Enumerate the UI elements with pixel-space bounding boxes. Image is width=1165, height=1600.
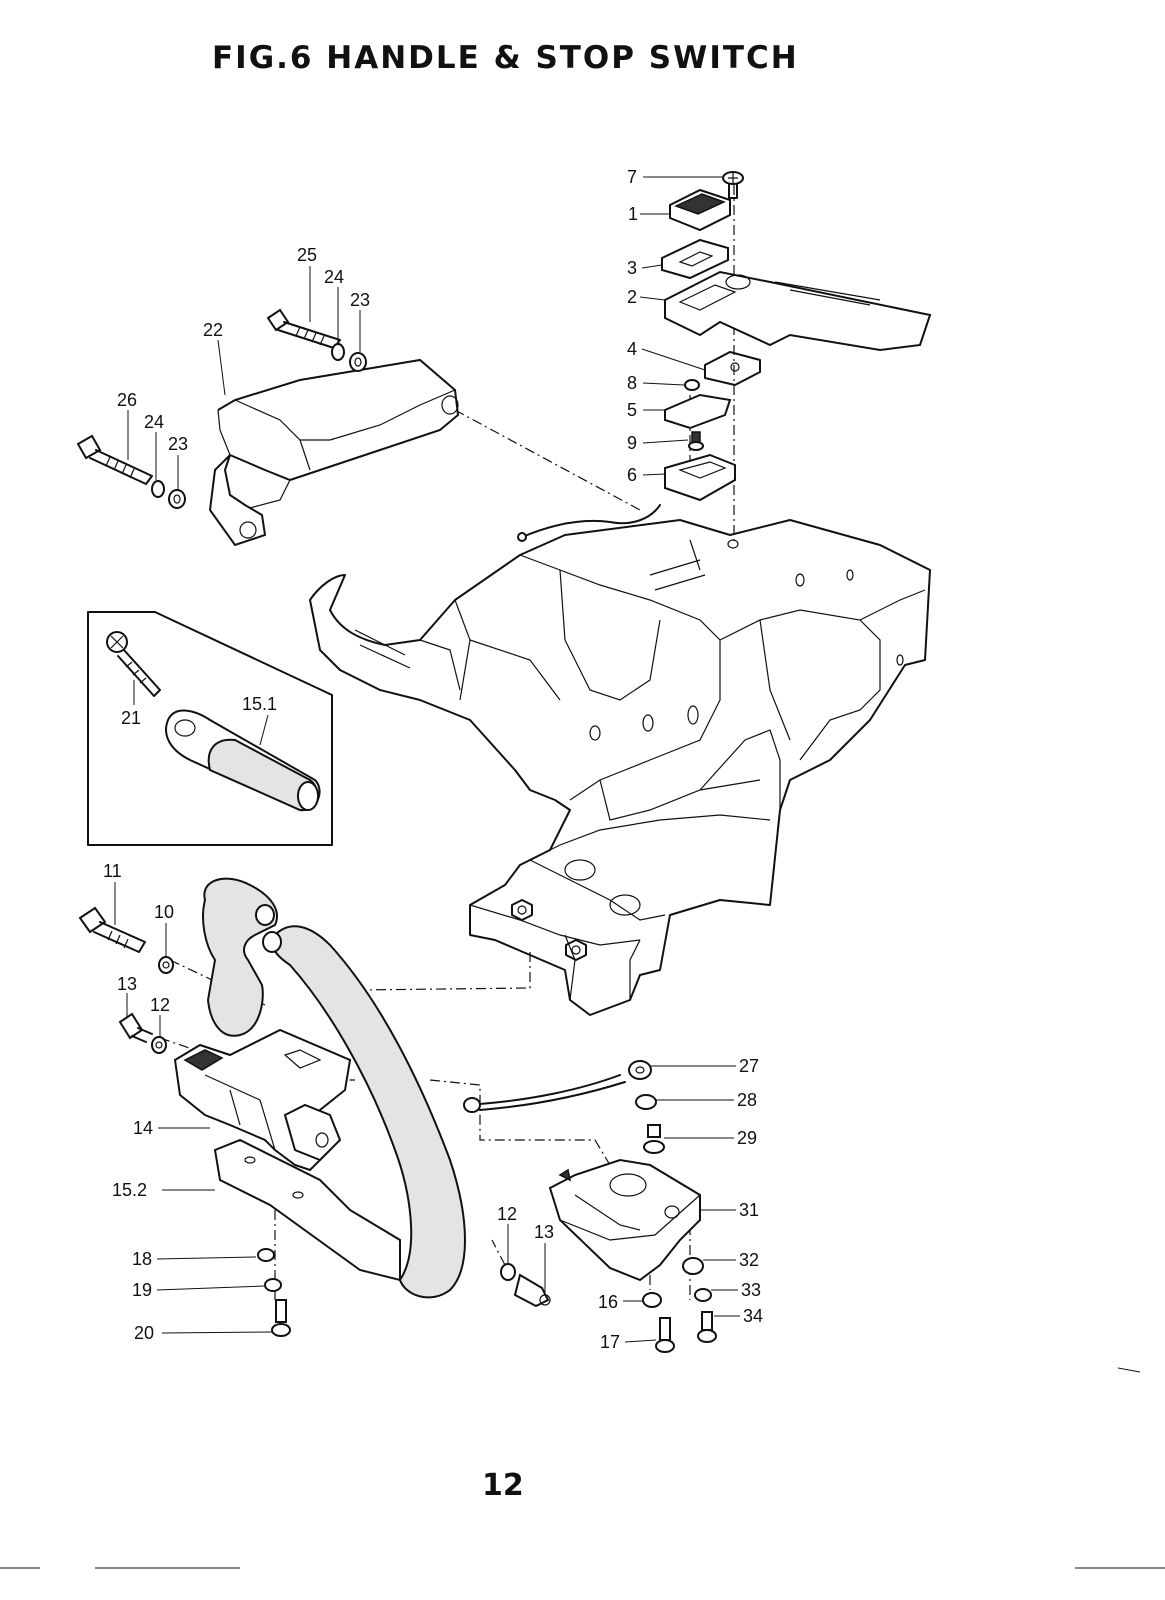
grip-loop [271, 925, 466, 1299]
callout-23b: 23 [168, 434, 188, 454]
handle-plate-15-2 [213, 1138, 401, 1282]
callout-labels: 7 1 3 2 4 8 5 9 6 25 24 23 22 26 24 23 2… [103, 167, 763, 1352]
switch-cover-2 [664, 270, 932, 352]
callout-4: 4 [627, 339, 637, 359]
callout-22: 22 [203, 320, 223, 340]
callout-11: 11 [103, 861, 122, 881]
bracket-4 [704, 351, 761, 386]
leader-lines [114, 176, 740, 1343]
callout-12b: 12 [497, 1204, 517, 1224]
washer-33 [694, 1288, 712, 1302]
washer-19 [264, 1278, 282, 1292]
ground-wire-assembly [463, 1060, 665, 1154]
callout-10: 10 [154, 902, 174, 922]
callout-20: 20 [134, 1323, 154, 1343]
washer-23a [349, 352, 367, 372]
inset-frame [87, 611, 333, 846]
washer-10 [158, 956, 174, 974]
throttle-switch-14 [173, 1028, 352, 1172]
callout-12a: 12 [150, 995, 170, 1015]
bolt-25 [266, 308, 290, 332]
front-handle-bar [202, 877, 466, 1299]
callout-26: 26 [117, 390, 137, 410]
screw-34 [701, 1311, 713, 1331]
callout-19: 19 [132, 1280, 152, 1300]
callout-32: 32 [739, 1250, 759, 1270]
washer-18 [257, 1248, 275, 1262]
stop-switch-assembly [517, 171, 932, 542]
callout-2: 2 [627, 287, 637, 307]
terminal-27 [628, 1060, 652, 1080]
bolt-11 [78, 906, 107, 934]
washer-28 [635, 1094, 657, 1110]
ground-wire [479, 1074, 621, 1105]
washer-32 [682, 1257, 704, 1275]
washer-12a [151, 1036, 167, 1054]
callout-16: 16 [598, 1292, 618, 1312]
plate-3 [661, 238, 729, 280]
callout-9: 9 [627, 433, 637, 453]
callout-28: 28 [737, 1090, 757, 1110]
callout-7: 7 [627, 167, 637, 187]
washer-24a [331, 343, 345, 361]
callout-31: 31 [739, 1200, 759, 1220]
screw-29 [647, 1124, 661, 1138]
callout-27: 27 [739, 1056, 759, 1076]
grip-upper [202, 877, 278, 1037]
callout-23a: 23 [350, 290, 370, 310]
figure-title: FIG.6 HANDLE & STOP SWITCH [212, 40, 799, 76]
callout-6: 6 [627, 465, 637, 485]
callout-34: 34 [743, 1306, 763, 1326]
handle-piece-22 [208, 358, 460, 547]
screw-13a [118, 1012, 144, 1040]
clip-5 [664, 393, 732, 430]
callout-5: 5 [627, 400, 637, 420]
scan-edge-marks [0, 1367, 1165, 1569]
callout-18: 18 [132, 1249, 152, 1269]
callout-8: 8 [627, 373, 637, 393]
callout-15-1: 15.1 [242, 694, 277, 714]
washer-8 [684, 379, 700, 391]
switch-wire [519, 504, 661, 539]
bottom-plate-assembly [548, 1158, 717, 1353]
callout-25: 25 [297, 245, 317, 265]
washer-24b [151, 480, 165, 498]
callout-24b: 24 [144, 412, 164, 432]
washer-12b [500, 1263, 516, 1281]
callout-3: 3 [627, 258, 637, 278]
screw-13b [513, 1273, 550, 1308]
screw-9 [691, 431, 701, 443]
plate-31 [548, 1158, 701, 1282]
callout-15-2: 15.2 [112, 1180, 147, 1200]
screw-17 [659, 1317, 671, 1341]
callout-29: 29 [737, 1128, 757, 1148]
washer-16 [642, 1292, 662, 1308]
handle-fasteners [78, 906, 551, 1337]
callout-21: 21 [121, 708, 141, 728]
callout-33: 33 [741, 1280, 761, 1300]
screw-20 [275, 1299, 287, 1323]
callout-13b: 13 [534, 1222, 554, 1242]
main-housing [309, 519, 931, 1016]
callout-13a: 13 [117, 974, 137, 994]
callout-1: 1 [628, 204, 638, 224]
bolt-26 [76, 434, 102, 460]
callout-24a: 24 [324, 267, 344, 287]
page-number: 12 [482, 1468, 524, 1503]
inset-detail [87, 611, 333, 846]
callout-17: 17 [600, 1332, 620, 1352]
callout-14: 14 [133, 1118, 153, 1138]
top-handle-assembly [76, 308, 460, 547]
washer-23b [168, 489, 186, 509]
